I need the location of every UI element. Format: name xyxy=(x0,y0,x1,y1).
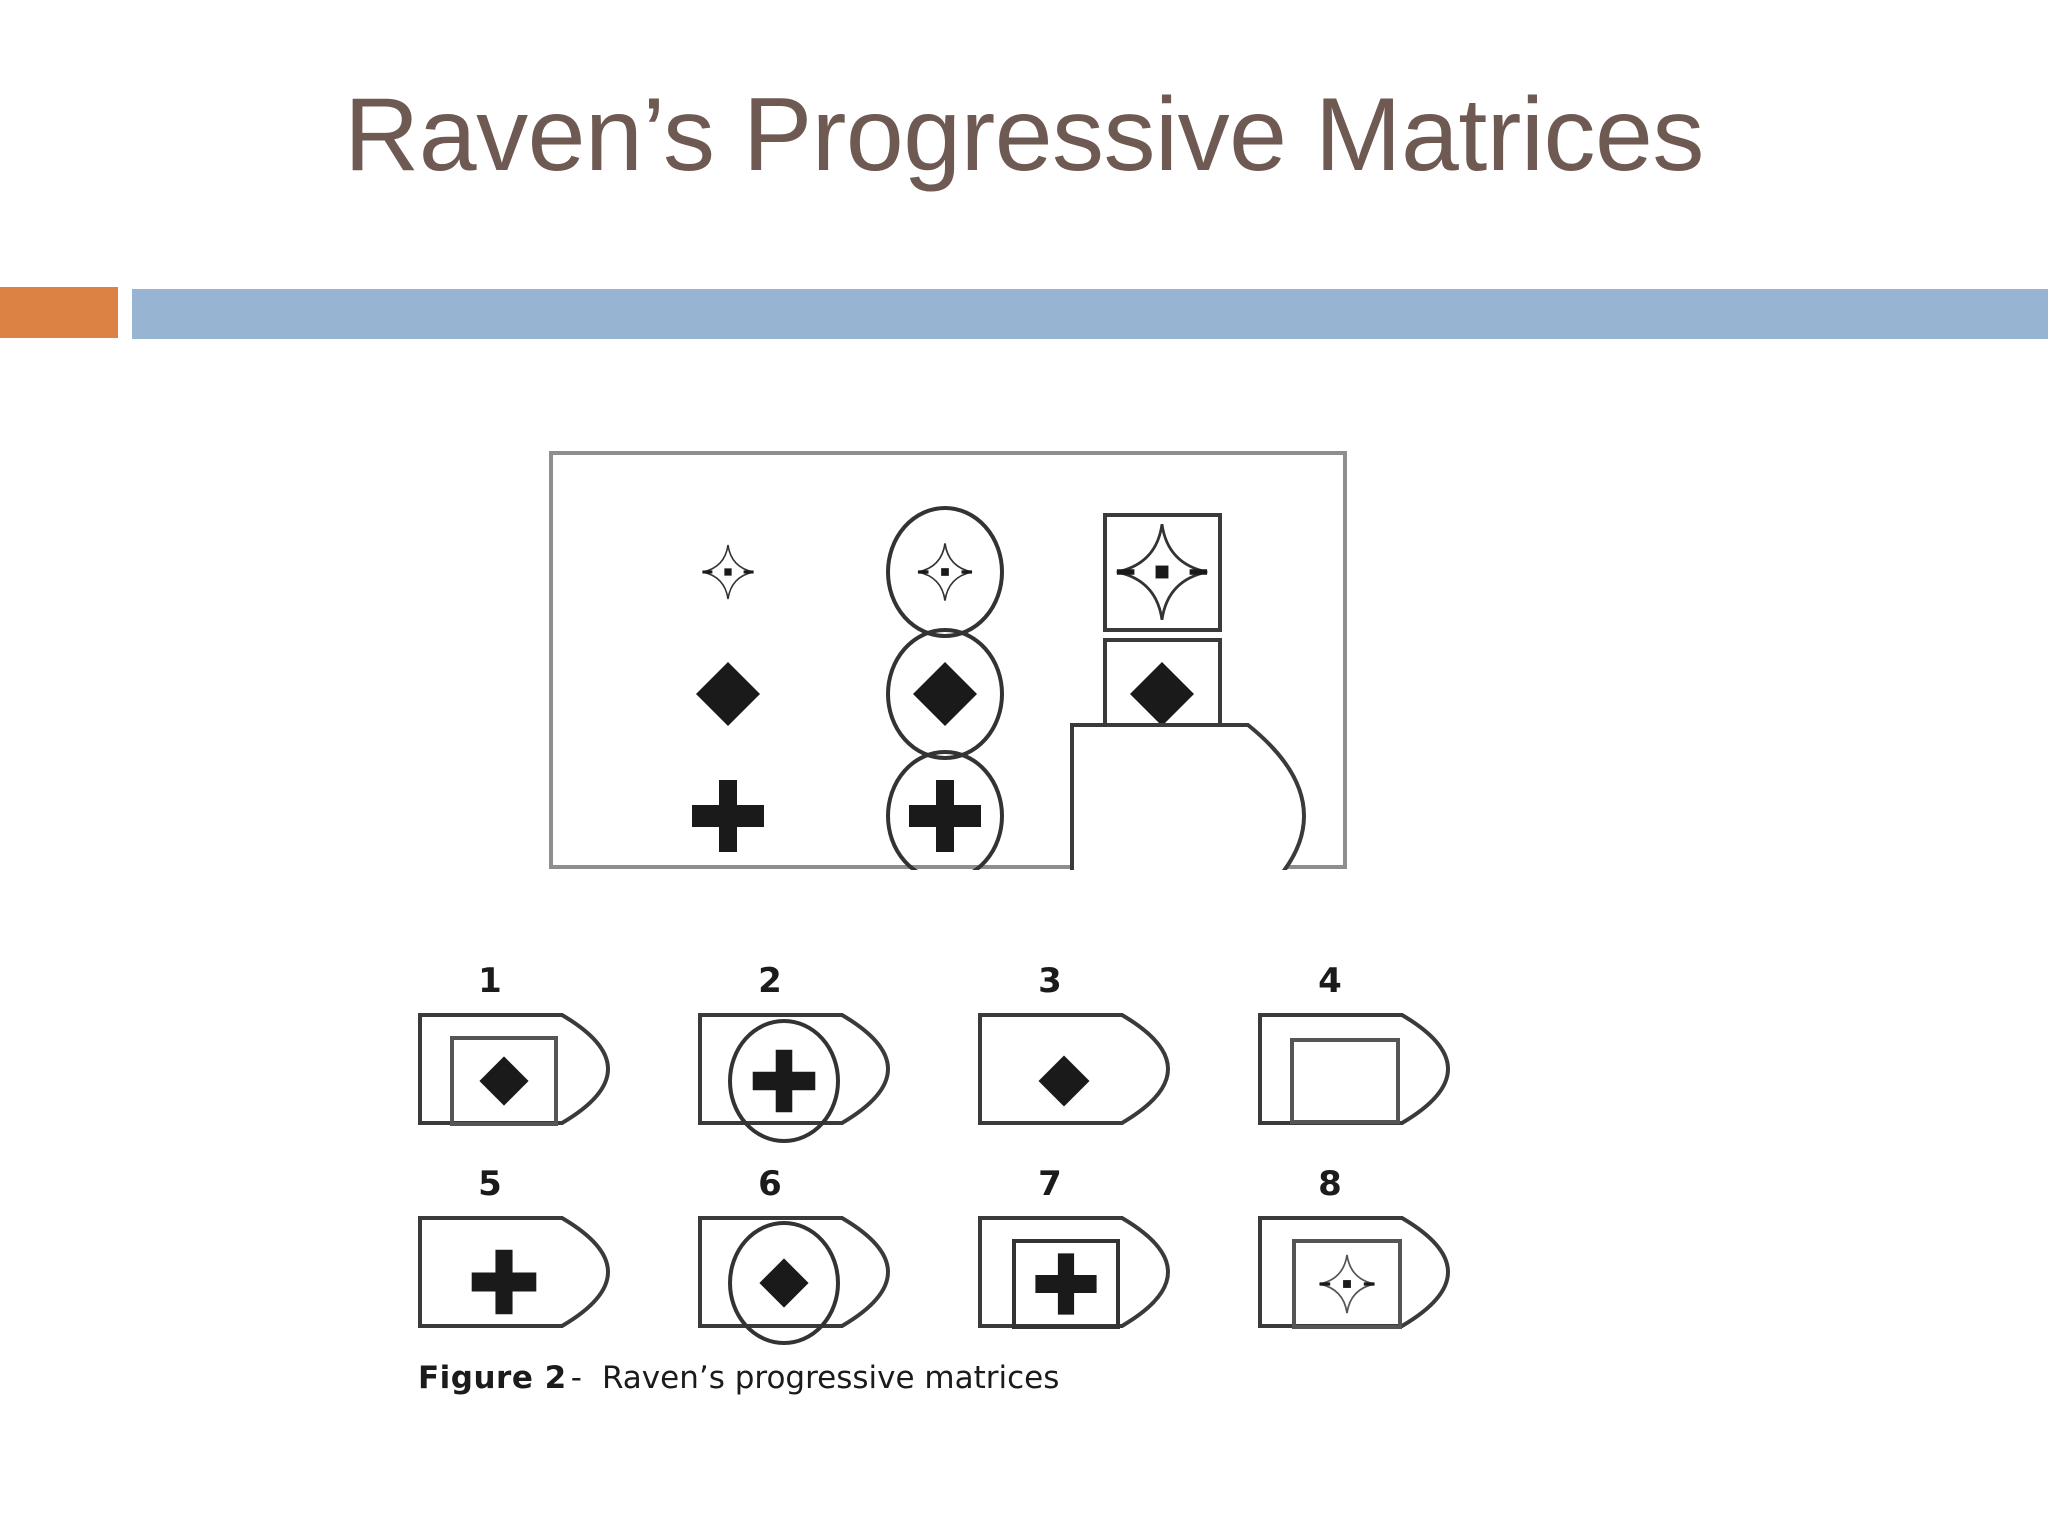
tag-shape-empty xyxy=(1070,723,1307,870)
matrix-cell-r2c1 xyxy=(696,662,760,726)
option-number-3: 3 xyxy=(1038,961,1062,1001)
figure-caption: Figure 2-Raven’s progressive matrices xyxy=(418,1360,1618,1396)
option-2[interactable]: 2 xyxy=(698,961,890,1143)
ellipse-container xyxy=(728,1221,840,1345)
matrix-cell-r3c1 xyxy=(692,780,764,852)
matrix-cell-r2c2 xyxy=(886,628,1004,760)
figure-caption-label: Figure 2 xyxy=(418,1360,567,1396)
option-8[interactable]: 8 xyxy=(1258,1164,1450,1329)
matrix-cell-r1c2 xyxy=(886,506,1004,638)
rect-container xyxy=(450,1036,558,1126)
option-4[interactable]: 4 xyxy=(1258,961,1450,1125)
option-number-5: 5 xyxy=(478,1164,502,1204)
figure-caption-text: Raven’s progressive matrices xyxy=(601,1360,1060,1396)
answer-options-panel: 1 2 3 4 5 xyxy=(418,961,1450,1345)
matrix-cell-r1c3 xyxy=(1103,513,1222,632)
rect-container xyxy=(1012,1239,1120,1329)
matrix-cell-r3c3-missing[interactable] xyxy=(1070,723,1307,870)
option-1[interactable]: 1 xyxy=(418,961,610,1126)
option-number-6: 6 xyxy=(758,1164,782,1204)
option-7[interactable]: 7 xyxy=(978,1164,1170,1329)
option-number-4: 4 xyxy=(1318,961,1342,1001)
option-6[interactable]: 6 xyxy=(698,1164,890,1345)
ellipse-container xyxy=(886,506,1004,638)
matrix-cell-r1c1 xyxy=(701,544,755,600)
ellipse-container xyxy=(886,628,1004,760)
matrix-outer-frame xyxy=(549,451,1347,869)
page-title: Raven’s Progressive Matrices xyxy=(344,77,1704,193)
ellipse-container xyxy=(886,750,1004,870)
option-number-8: 8 xyxy=(1318,1164,1342,1204)
option-5[interactable]: 5 xyxy=(418,1164,610,1328)
option-number-1: 1 xyxy=(478,961,502,1001)
accent-bar-orange xyxy=(0,287,118,338)
figure-caption-dash: - xyxy=(570,1360,582,1396)
ellipse-container xyxy=(728,1019,840,1143)
rect-container xyxy=(1290,1038,1400,1124)
rect-container xyxy=(1292,1239,1402,1329)
matrix-puzzle-grid xyxy=(549,451,1347,870)
rect-container xyxy=(1103,513,1222,632)
option-number-7: 7 xyxy=(1038,1164,1062,1204)
matrix-cell-r3c2 xyxy=(886,750,1004,870)
option-number-2: 2 xyxy=(758,961,782,1001)
option-3[interactable]: 3 xyxy=(978,961,1170,1125)
accent-bar-blue xyxy=(132,289,2048,339)
